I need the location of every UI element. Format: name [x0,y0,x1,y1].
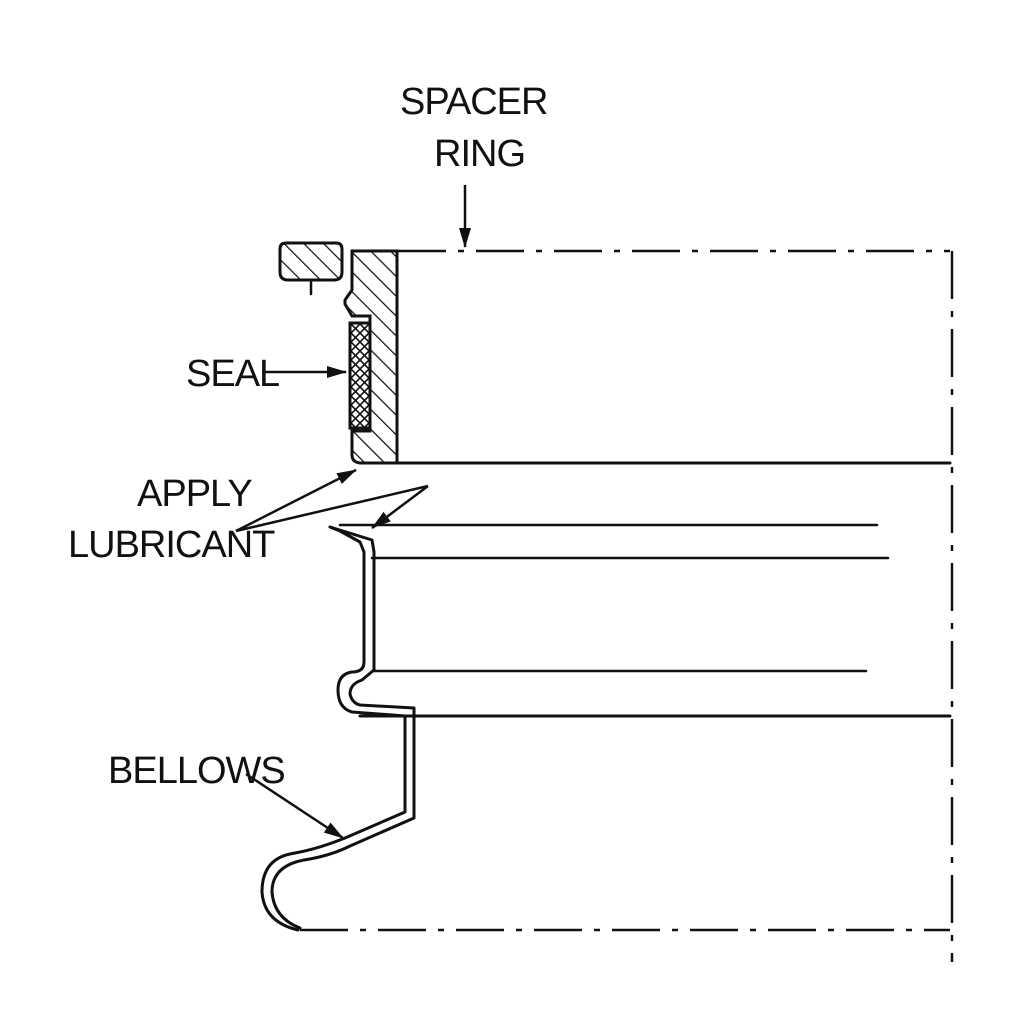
apply-lubricant-arrow-lower-head [371,485,429,529]
apply-lubricant-arrow-upper [235,468,357,533]
seal-element [348,321,372,430]
bellows-profile-inner [270,525,416,930]
seal-label: SEAL [186,353,279,395]
bellows-convolutions [338,523,952,718]
spacer-ring-label-line2: RING [434,133,525,175]
bellows-label: BELLOWS [108,750,285,792]
bellows-arrow [245,772,344,840]
apply-lubricant-arrow-lower [235,484,429,533]
spacer-ring-flange [278,241,344,282]
bellows-profile [260,525,407,932]
apply-lubricant-label-line1: APPLY [137,473,252,515]
spacer-ring-outline [398,249,954,962]
spacer-ring-label-line1: SPACER [400,81,547,123]
